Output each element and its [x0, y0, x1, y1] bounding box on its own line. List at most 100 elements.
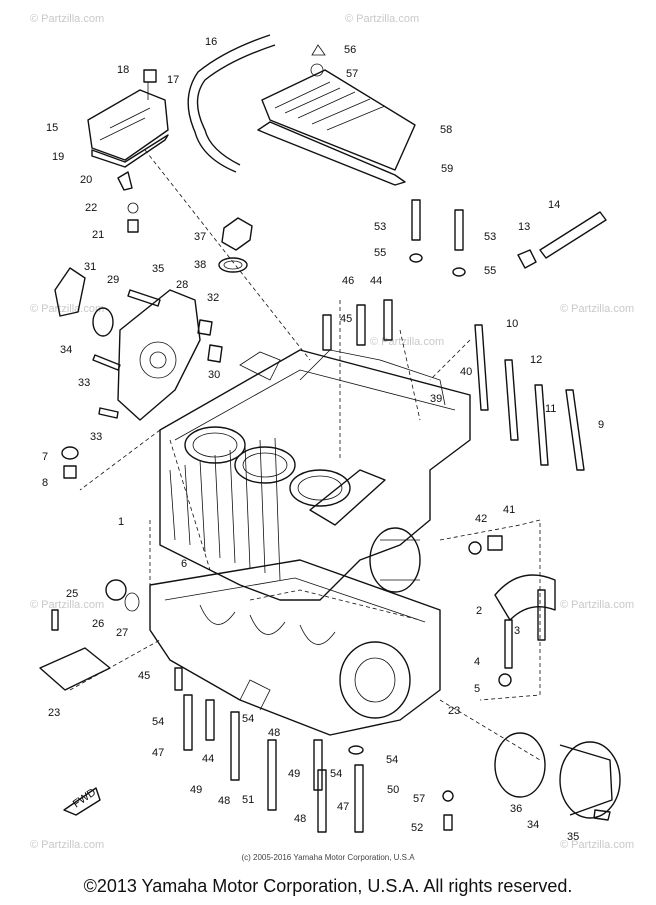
- watermark: © Partzilla.com: [30, 303, 104, 315]
- part-label: 21: [92, 229, 104, 241]
- leader-lines: [69, 149, 541, 761]
- part-label: 47: [337, 801, 349, 813]
- part-label: 36: [510, 803, 522, 815]
- part-number-labels: 16 18 17 15 19 20 22 21 56 57 58 59 53 5…: [42, 36, 604, 843]
- part-label: 49: [288, 768, 300, 780]
- part-label: 8: [42, 477, 48, 489]
- part-label: 46: [342, 275, 354, 287]
- part-label: 54: [242, 713, 254, 725]
- lower-crankcase: [149, 559, 441, 736]
- part-label: 11: [545, 403, 556, 415]
- bearing-cap: [468, 535, 556, 687]
- cylinder-studs: [474, 324, 585, 471]
- part-label: 27: [116, 627, 128, 639]
- part-label: 22: [85, 202, 97, 214]
- part-label: 28: [176, 279, 188, 291]
- part-label: 37: [194, 231, 206, 243]
- part-label: 5: [474, 683, 480, 695]
- small-parts-lower-right: [442, 790, 454, 831]
- upper-crankcase: [159, 349, 471, 601]
- head-cover: [257, 44, 416, 186]
- watermark: © Partzilla.com: [345, 13, 419, 25]
- lower-bolts: [174, 667, 364, 833]
- fwd-direction-arrow: FWD: [63, 786, 101, 816]
- part-label: 57: [413, 793, 425, 805]
- part-label: 40: [460, 366, 472, 378]
- watermark: © Partzilla.com: [560, 599, 634, 611]
- watermark: © Partzilla.com: [560, 839, 634, 851]
- part-label: 35: [567, 831, 579, 843]
- part-label: 48: [268, 727, 280, 739]
- part-label: 14: [548, 199, 560, 211]
- part-label: 33: [78, 377, 90, 389]
- part-label: 39: [430, 393, 442, 405]
- part-label: 34: [527, 819, 539, 831]
- left-cover-bracket: [54, 267, 223, 421]
- part-label: 1: [118, 516, 124, 528]
- part-label: 35: [152, 263, 164, 275]
- part-label: 57: [346, 68, 358, 80]
- small-parts-left-top: [117, 171, 139, 233]
- part-label: 23: [448, 705, 460, 717]
- watermark: © Partzilla.com: [370, 336, 444, 348]
- part-label: 55: [484, 265, 496, 277]
- part-label: 34: [60, 344, 72, 356]
- part-label: 17: [167, 74, 179, 86]
- part-label: 59: [441, 163, 453, 175]
- part-label: 18: [117, 64, 129, 76]
- watermark: © Partzilla.com: [30, 599, 104, 611]
- part-label: 30: [208, 369, 220, 381]
- part-label: 23: [48, 707, 60, 719]
- part-label: 49: [190, 784, 202, 796]
- part-label: 54: [330, 768, 342, 780]
- part-label: 48: [218, 795, 230, 807]
- part-label: 15: [46, 122, 58, 134]
- part-label: 52: [411, 822, 423, 834]
- watermark: © Partzilla.com: [560, 303, 634, 315]
- part-label: 26: [92, 618, 104, 630]
- part-label: 47: [152, 747, 164, 759]
- dowel-pipe: [517, 211, 607, 269]
- part-label: 54: [386, 754, 398, 766]
- watermarks: © Partzilla.com © Partzilla.com © Partzi…: [30, 13, 634, 851]
- part-label: 53: [484, 231, 496, 243]
- part-label: 33: [90, 431, 102, 443]
- part-label: 4: [474, 656, 480, 668]
- part-label: 51: [242, 794, 254, 806]
- watermark: © Partzilla.com: [30, 839, 104, 851]
- part-label: 6: [181, 558, 187, 570]
- part-label: 20: [80, 174, 92, 186]
- part-label: 13: [518, 221, 530, 233]
- head-bolts: [409, 199, 466, 277]
- part-label: 48: [294, 813, 306, 825]
- part-label: 54: [152, 716, 164, 728]
- part-label: 31: [84, 261, 96, 273]
- upper-studs: [322, 299, 393, 351]
- part-label: 56: [344, 44, 356, 56]
- part-label: 50: [387, 784, 399, 796]
- part-label: 32: [207, 292, 219, 304]
- part-label: 42: [475, 513, 487, 525]
- breather-cover: [87, 69, 169, 168]
- part-label: 58: [440, 124, 452, 136]
- part-label: 44: [370, 275, 382, 287]
- part-label: 45: [340, 313, 352, 325]
- part-label: 53: [374, 221, 386, 233]
- part-label: 29: [107, 274, 119, 286]
- part-label: 44: [202, 753, 214, 765]
- right-cover: [494, 732, 621, 821]
- watermark: © Partzilla.com: [30, 13, 104, 25]
- part-label: 7: [42, 451, 48, 463]
- breather-hose: [187, 34, 276, 173]
- oil-filler-cap: [218, 217, 253, 273]
- part-label: 25: [66, 588, 78, 600]
- part-label: 19: [52, 151, 64, 163]
- main-copyright: ©2013 Yamaha Motor Corporation, U.S.A. A…: [83, 876, 573, 896]
- small-bushings-left: [61, 446, 79, 479]
- part-label: 3: [514, 625, 520, 637]
- part-label: 9: [598, 419, 604, 431]
- part-label: 12: [530, 354, 542, 366]
- part-label: 55: [374, 247, 386, 259]
- part-label: 16: [205, 36, 217, 48]
